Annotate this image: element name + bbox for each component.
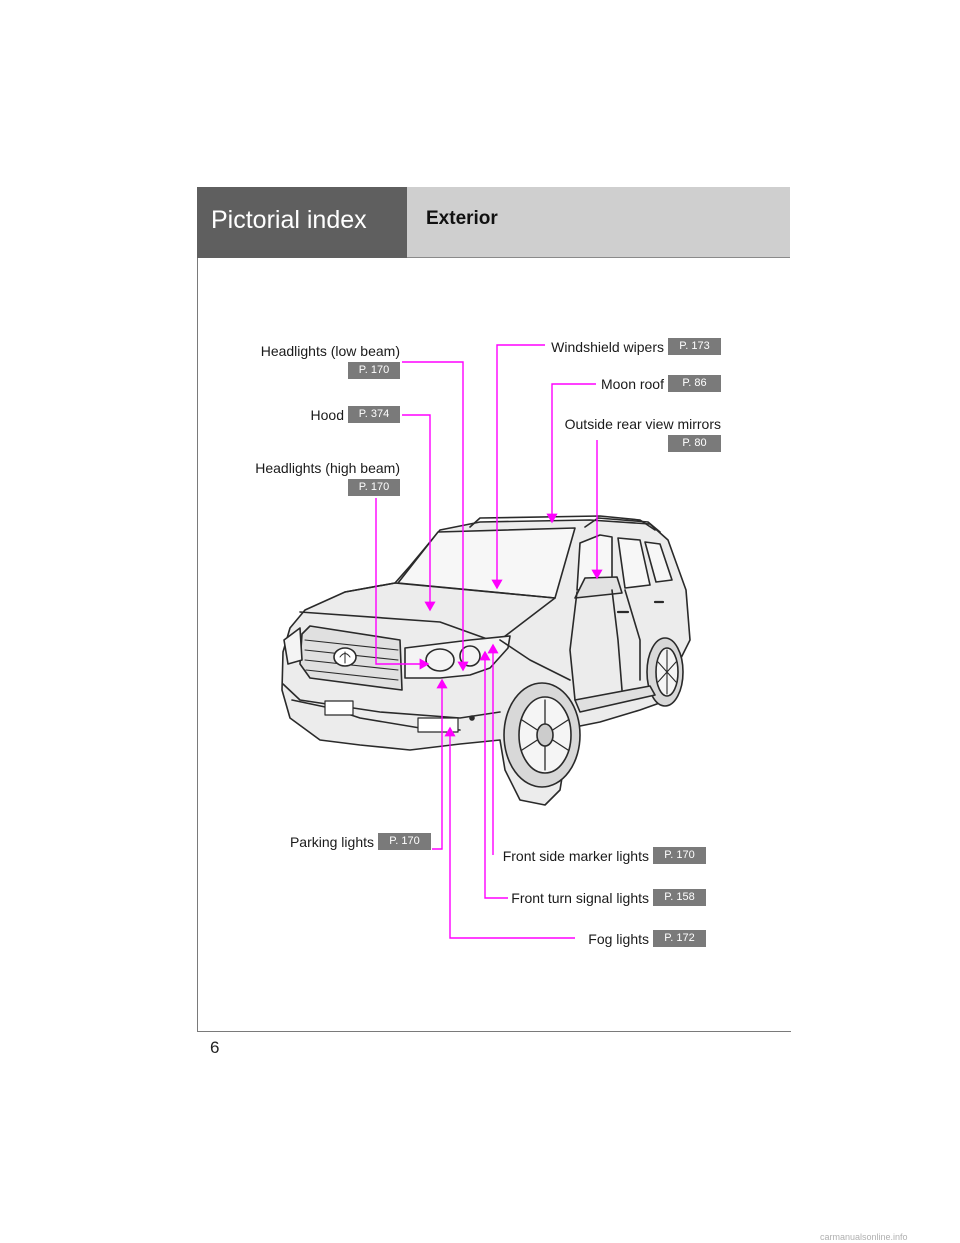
vehicle-illustration [281,515,691,806]
page-ref-outside-mirrors[interactable]: P. 80 [668,435,721,452]
page-ref-fog-lights[interactable]: P. 172 [653,930,706,947]
label-front-side-marker: Front side marker lights [502,848,649,864]
watermark: carmanualsonline.info [820,1232,908,1242]
page-ref-headlights-low[interactable]: P. 170 [348,362,400,379]
label-headlights-high: Headlights (high beam) [255,460,400,476]
section-tab: Pictorial index [197,187,407,258]
page-number: 6 [210,1038,220,1057]
label-fog-lights: Fog lights [588,931,649,947]
label-hood: Hood [310,407,344,423]
page-ref-hood[interactable]: P. 374 [348,406,400,423]
label-outside-mirrors: Outside rear view mirrors [564,416,721,432]
page-ref-windshield-wipers[interactable]: P. 173 [668,338,721,355]
page-frame [197,187,791,1032]
label-parking-lights: Parking lights [289,834,374,850]
page-ref-front-side-marker[interactable]: P. 170 [653,847,706,864]
section-title: Pictorial index [211,206,367,234]
title-bar: Exterior [407,187,790,258]
leader-lines [375,344,603,939]
page-ref-front-turn-signal[interactable]: P. 158 [653,889,706,906]
label-windshield-wipers: Windshield wipers [551,339,664,355]
page-ref-headlights-high[interactable]: P. 170 [348,479,400,496]
page-ref-parking-lights[interactable]: P. 170 [378,833,431,850]
page-title: Exterior [426,208,498,229]
page-ref-moon-roof[interactable]: P. 86 [668,375,721,392]
label-headlights-low: Headlights (low beam) [260,343,400,359]
label-moon-roof: Moon roof [600,376,664,392]
label-front-turn-signal: Front turn signal lights [511,890,649,906]
